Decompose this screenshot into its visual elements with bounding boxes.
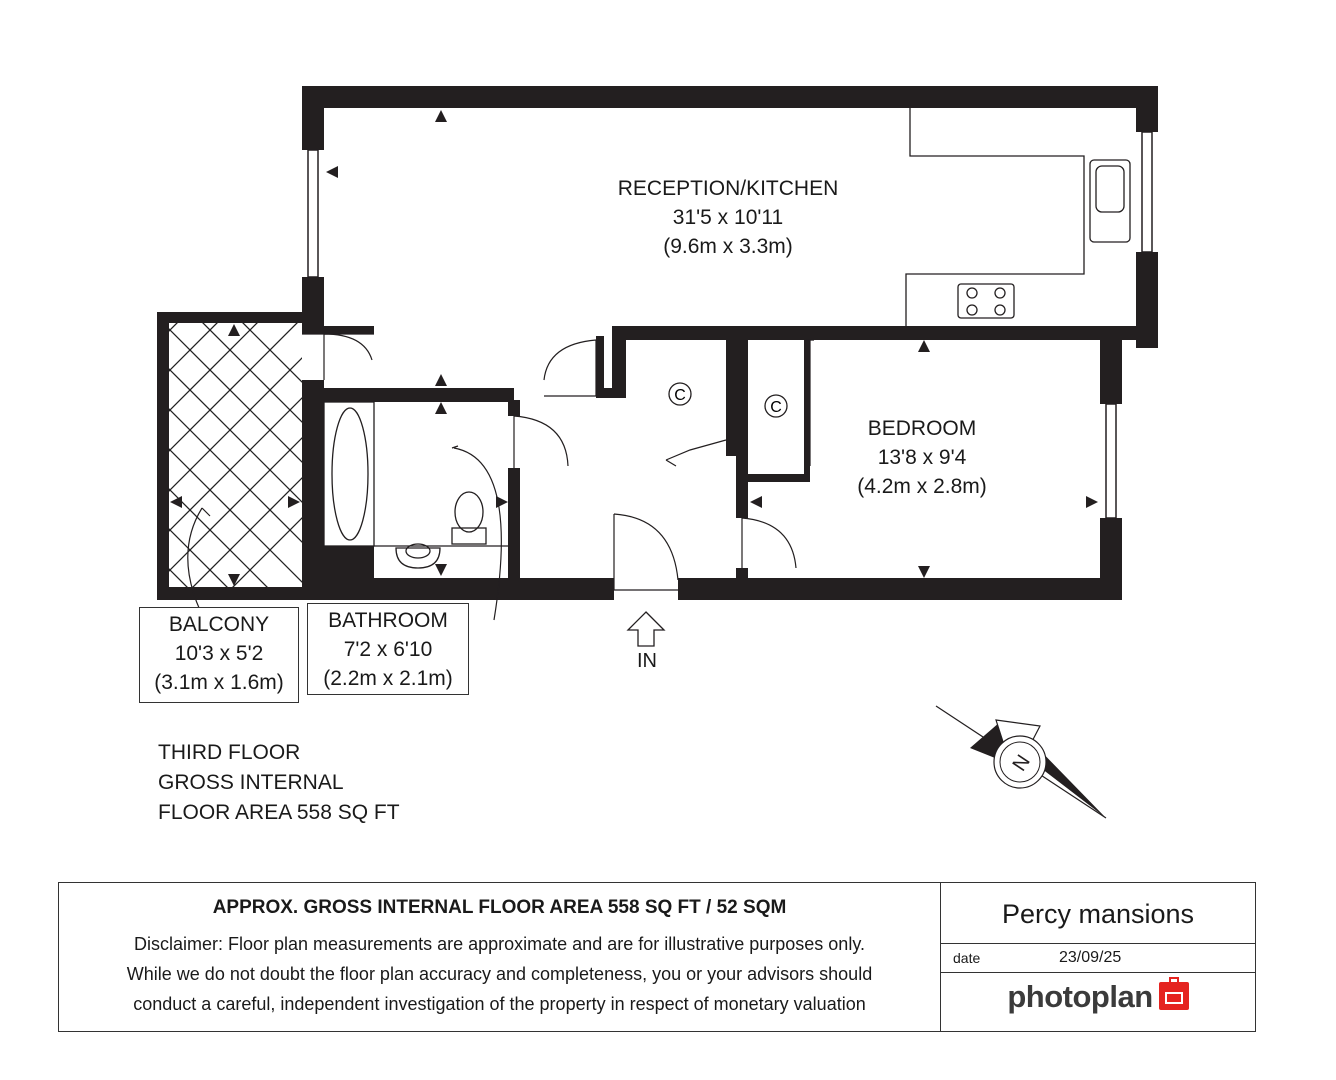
bathroom-fixtures (323, 401, 508, 569)
bathroom-label: BATHROOM 7'2 x 6'10 (2.2m x 2.1m) (307, 603, 469, 695)
bathroom-metric: (2.2m x 2.1m) (323, 667, 453, 690)
floor-info: THIRD FLOOR GROSS INTERNAL FLOOR AREA 55… (158, 738, 400, 828)
bedroom-name: BEDROOM (867, 417, 977, 440)
entrance-label: IN (637, 650, 657, 672)
brand-name: photoplan (1007, 979, 1153, 1014)
cupboard-symbol-2: C (770, 399, 782, 416)
kitchen-counter (905, 108, 1131, 326)
entrance-arrow-icon (626, 611, 666, 647)
hob-icon (957, 283, 1015, 319)
area-title: APPROX. GROSS INTERNAL FLOOR AREA 558 SQ… (212, 897, 787, 918)
toilet-icon (451, 527, 487, 545)
balcony-label: BALCONY 10'3 x 5'2 (3.1m x 1.6m) (139, 607, 299, 703)
bathroom-imperial: 7'2 x 6'10 (343, 638, 433, 661)
date-value: 23/09/25 (1059, 949, 1122, 966)
balcony-name: BALCONY (168, 613, 270, 636)
compass-icon (935, 705, 1107, 819)
floor-info-line2: GROSS INTERNAL (158, 771, 344, 794)
sink-icon (1089, 159, 1131, 243)
windows (307, 131, 1153, 519)
date-row: date 23/09/25 (941, 944, 1255, 973)
balcony-metric: (3.1m x 1.6m) (154, 671, 284, 694)
reception-metric: (9.6m x 3.3m) (663, 235, 793, 258)
floor-info-line3: FLOOR AREA 558 SQ FT (158, 801, 400, 824)
project-name: Percy mansions (941, 883, 1255, 944)
disclaimer-line-1: Disclaimer: Floor plan measurements are … (134, 934, 865, 954)
brand-icon (1158, 977, 1189, 1010)
date-label: date (953, 950, 981, 966)
disclaimer: Disclaimer: Floor plan measurements are … (59, 929, 940, 1019)
floor-plan: C C N (157, 86, 1158, 819)
bath-icon (323, 401, 375, 547)
bedroom-label: BEDROOM 13'8 x 9'4 (4.2m x 2.8m) (822, 414, 1022, 501)
brand-logo: photoplan (941, 977, 1255, 1015)
basin-icon (395, 547, 441, 569)
reception-imperial: 31'5 x 10'11 (672, 206, 784, 229)
reception-name: RECEPTION/KITCHEN (617, 177, 839, 200)
cupboard-symbol-1: C (674, 387, 686, 404)
balcony-imperial: 10'3 x 5'2 (174, 642, 264, 665)
footer-panel: APPROX. GROSS INTERNAL FLOOR AREA 558 SQ… (58, 882, 1256, 1032)
footer-branding: Percy mansions date 23/09/25 photoplan (941, 883, 1255, 1031)
doors (187, 333, 814, 631)
balcony-floor (169, 323, 302, 587)
cupboard-symbols (668, 382, 788, 418)
bedroom-imperial: 13'8 x 9'4 (877, 446, 967, 469)
disclaimer-line-2: While we do not doubt the floor plan acc… (126, 964, 873, 984)
bathroom-name: BATHROOM (328, 609, 448, 632)
floor-info-line1: THIRD FLOOR (158, 741, 301, 764)
bedroom-metric: (4.2m x 2.8m) (857, 475, 987, 498)
walls (157, 86, 1158, 600)
dimension-arrows (170, 110, 1098, 586)
disclaimer-line-3: conduct a careful, independent investiga… (133, 994, 866, 1014)
reception-label: RECEPTION/KITCHEN 31'5 x 10'11 (9.6m x 3… (568, 174, 888, 261)
footer-info: APPROX. GROSS INTERNAL FLOOR AREA 558 SQ… (59, 883, 941, 1031)
